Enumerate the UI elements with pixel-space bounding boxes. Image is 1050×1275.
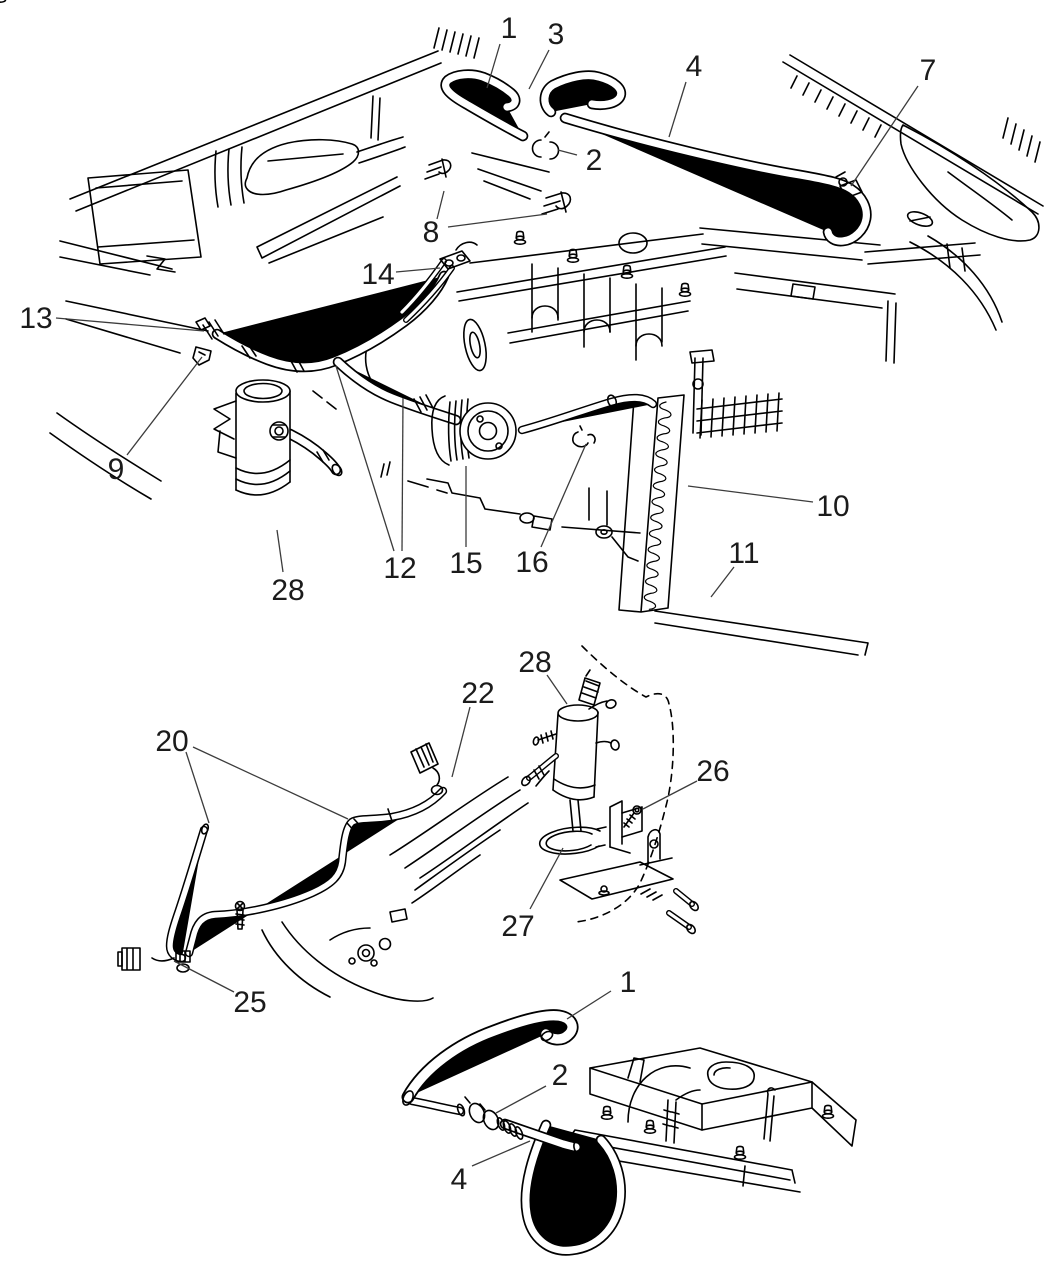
callout-top-16: 16 [515,546,548,579]
callout-leader-top-13 [55,317,205,332]
hose-clamps-2 [456,1096,500,1131]
callout-leader-top-8 [447,213,548,228]
clip-16 [572,425,596,448]
callout-middle-25: 25 [233,986,266,1019]
quick-connect-fitting-22 [410,742,444,796]
callout-leader-bottom-4 [471,1140,531,1167]
callout-top-7: 7 [920,54,937,87]
callout-bottom-2: 2 [552,1059,569,1092]
callout-bottom-4: 4 [451,1163,468,1196]
callout-leader-middle-20 [192,746,349,820]
callout-leader-middle-22 [451,706,471,778]
fender-outline-dashed [575,645,675,923]
callout-top-28: 28 [271,574,304,607]
callout-leader-top-16 [540,443,587,548]
mounting-bracket [559,800,674,901]
retainer-clip-right [541,191,572,215]
hose-couplings [241,343,434,477]
mounting-screw [234,900,246,930]
cut-tube-stubs [669,891,699,935]
callout-leader-middle-20 [185,751,210,824]
illustration-heater-hose-engine [401,1016,857,1251]
callout-leader-top-9 [126,356,203,456]
callout-leader-top-8 [436,190,445,220]
cowl-structure-right [699,54,1044,364]
callout-leader-top-14 [395,267,441,273]
heater-tubes-20 [170,791,443,958]
callout-leader-middle-27 [529,847,564,910]
hose-clamp-7 [835,171,863,199]
callout-top-13: 13 [19,302,52,335]
callout-middle-22: 22 [461,677,494,710]
callout-top-9: 9 [108,453,125,486]
clamp-strap-27 [538,826,607,855]
engine-cover-contours [261,776,529,1002]
callout-leader-bottom-1 [566,990,612,1020]
callout-middle-28: 28 [518,646,551,679]
hoses-top [217,75,866,470]
retainer-clip-left [424,158,452,180]
condenser-and-support [618,349,869,656]
callout-leader-top-10 [687,485,814,503]
callout-top-1: 1 [501,12,518,45]
illustration-heater-tubes [117,645,699,1002]
callout-top-14: 14 [361,258,394,291]
spring-clamp-2 [531,131,560,160]
callout-middle-20: 20 [155,725,188,758]
bolt-26 [623,805,642,828]
callout-top-2: 2 [586,144,603,177]
callout-leader-top-28 [276,529,284,573]
accumulator-top-view [213,379,291,496]
callout-bottom-1: 1 [620,966,637,999]
callout-leader-bottom-2 [495,1085,547,1114]
callout-leader-middle-28 [546,674,568,705]
callout-top-10: 10 [816,490,849,523]
heater-tube-bracket-14 [439,241,478,270]
callout-leader-top-3 [528,49,550,90]
accumulator-middle-view [521,669,620,832]
ac-compressor [431,394,618,466]
callout-leader-top-2 [557,149,578,156]
valve-cover-engine [557,1047,857,1193]
heater-hoses-bottom [401,1016,621,1251]
callout-top-11: 11 [728,537,759,570]
callout-middle-27: 27 [501,910,534,943]
illustration-engine-compartment [49,27,1044,656]
clamp-9 [192,346,212,366]
callout-top-15: 15 [449,547,482,580]
callout-leader-top-12 [401,397,404,552]
ribbed-coupler [496,1117,524,1140]
callout-leader-top-11 [710,566,735,598]
sensor-25 [117,947,191,973]
cowl-structure-left [49,27,550,500]
callout-leader-top-1 [486,43,501,89]
callout-leader-top-7 [850,85,919,187]
fitting-13 [195,317,225,340]
callout-leader-middle-25 [173,960,235,993]
accumulator-drain-tube [521,756,556,787]
callout-top-12: 12 [383,552,416,585]
callout-middle-26: 26 [696,755,729,788]
callout-top-8: 8 [423,216,440,249]
callout-leader-top-12 [335,365,395,552]
callout-top-4: 4 [686,50,703,83]
engine-block [312,232,727,562]
callout-top-3: 3 [548,18,565,51]
callout-leader-top-4 [668,81,687,138]
callout-leader-middle-26 [642,780,698,810]
